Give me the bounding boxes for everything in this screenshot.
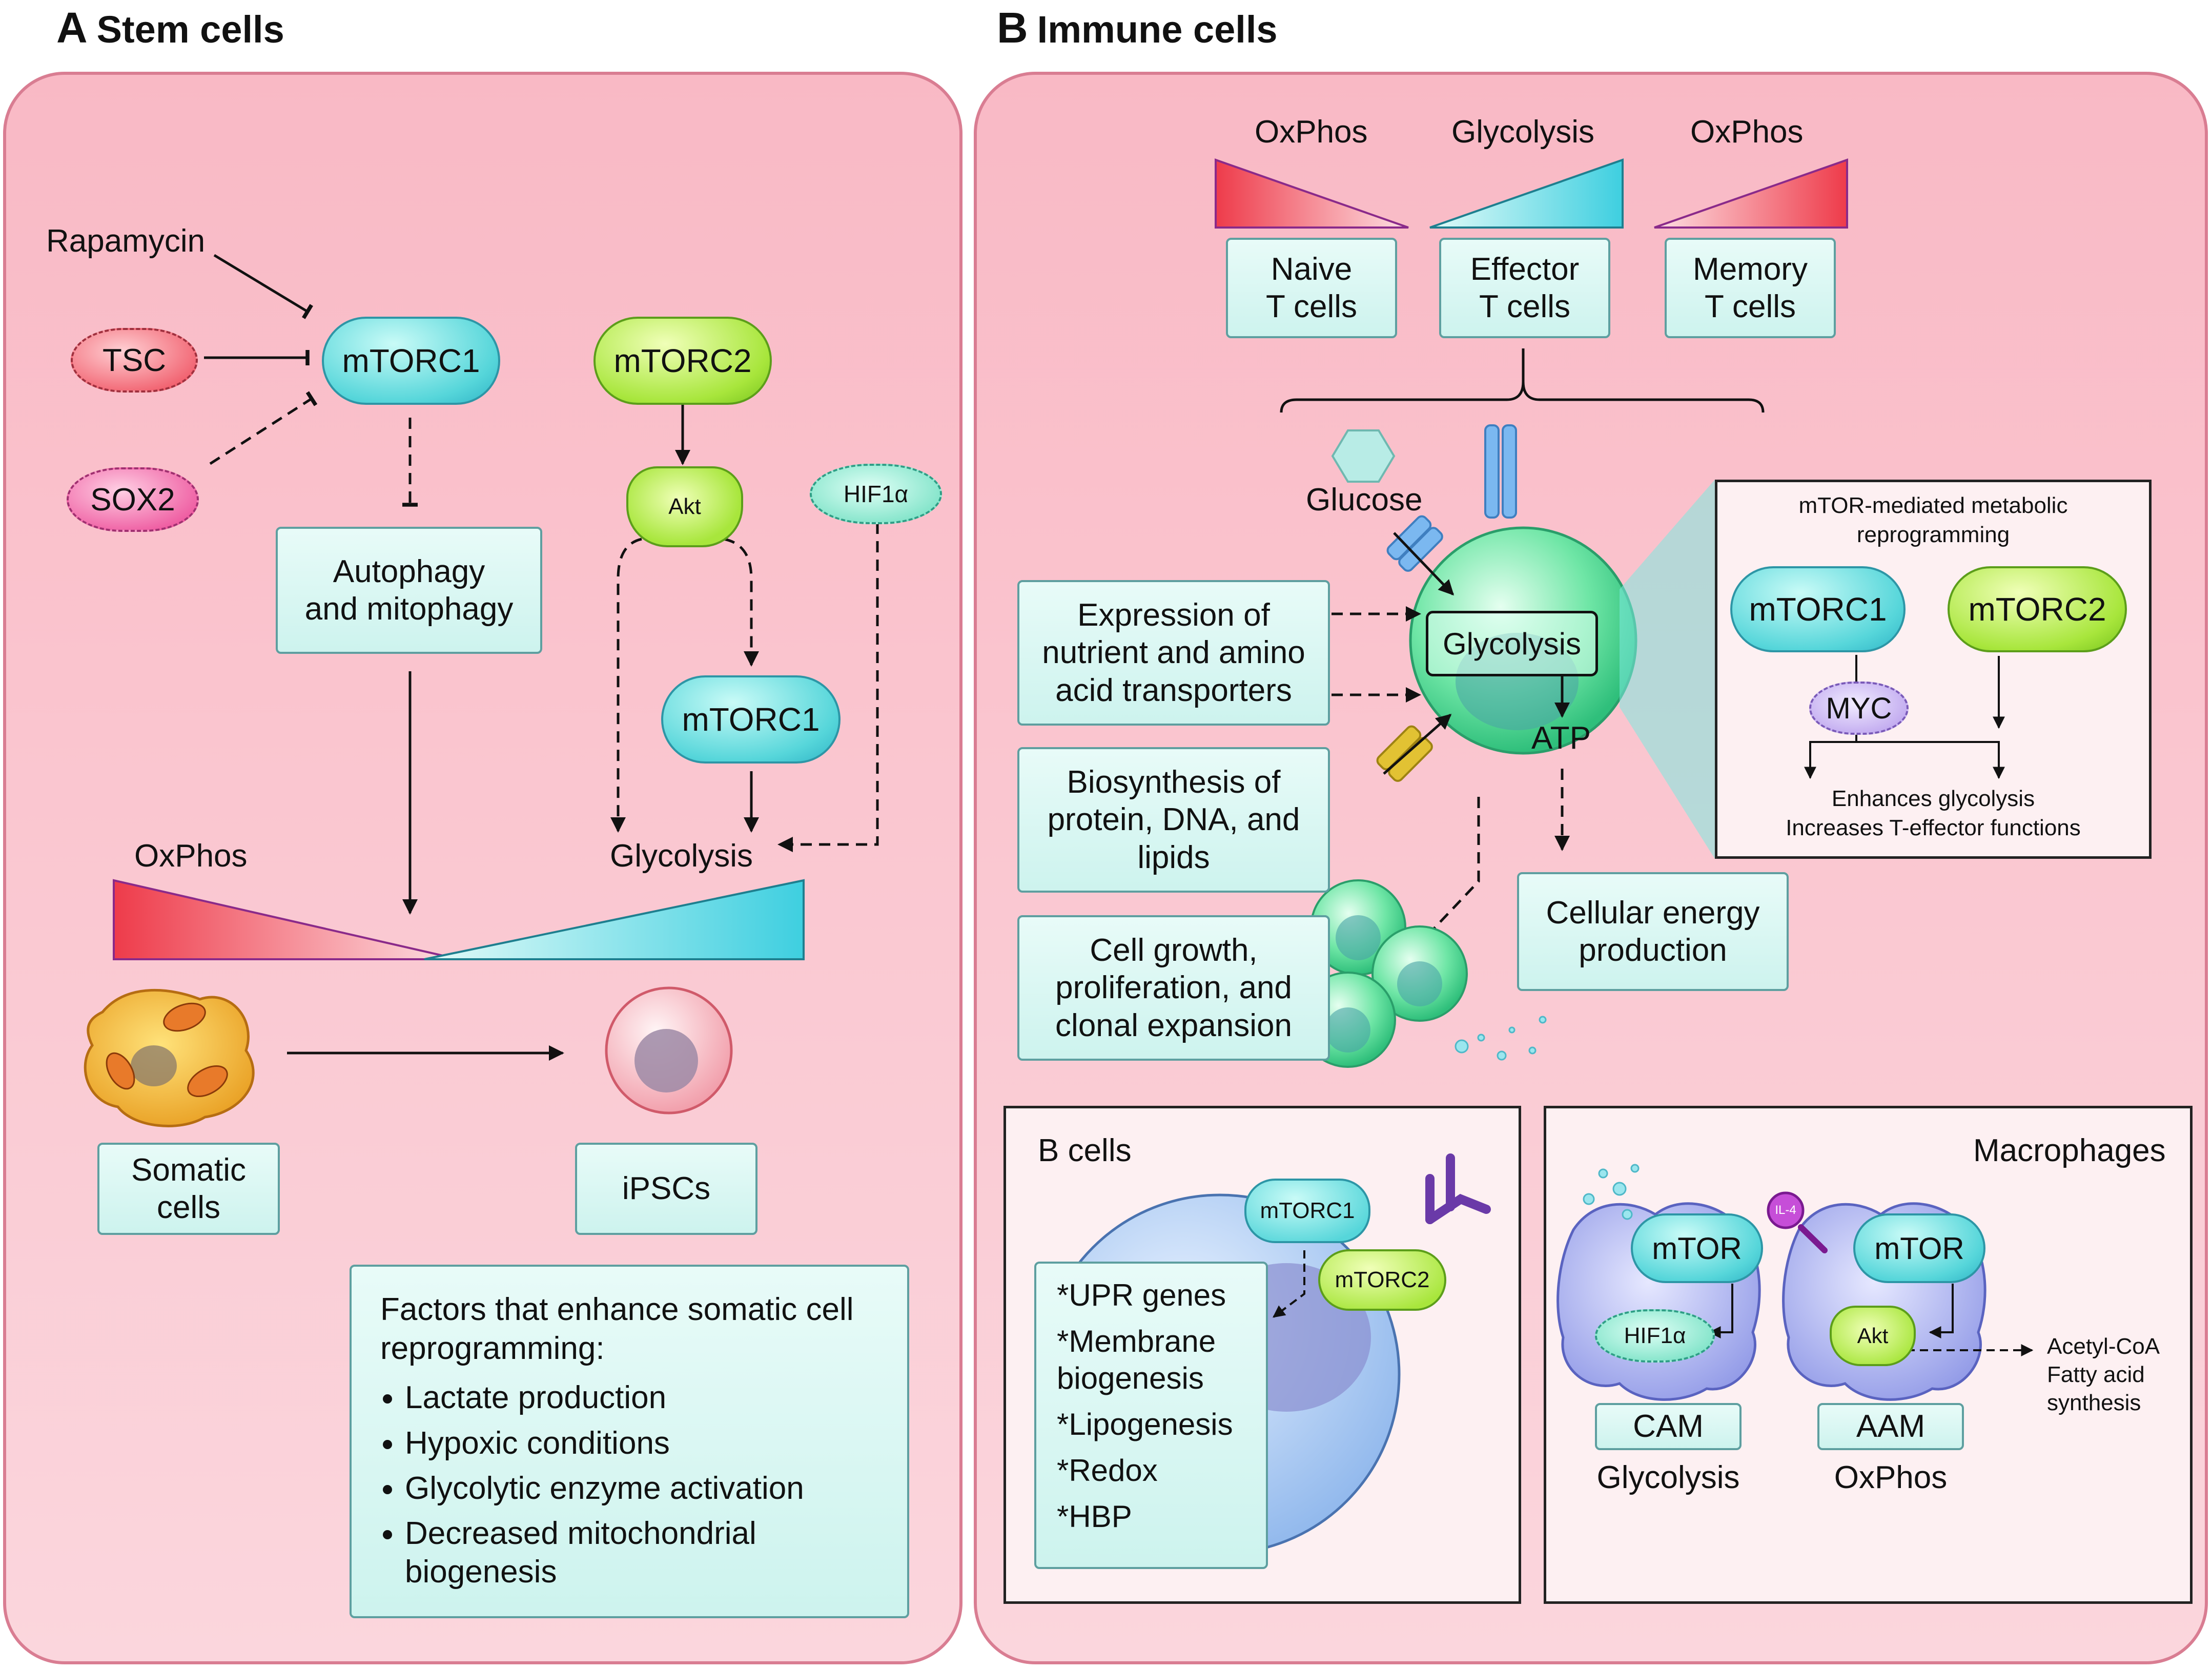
receptor-right bbox=[1502, 424, 1517, 519]
memory-t-cells-box: Memory T cells bbox=[1665, 238, 1836, 338]
aam-box: AAM bbox=[1817, 1403, 1964, 1450]
cam-arrow bbox=[1708, 1284, 1733, 1338]
rapamycin-inhibit-line bbox=[213, 254, 313, 319]
mitochondrion-2 bbox=[187, 1065, 228, 1098]
b-cells-title: B cells bbox=[1038, 1133, 1132, 1168]
akt-node-a: Akt bbox=[626, 466, 743, 547]
b-cell-genes-box: *UPR genes *Membrane biogenesis *Lipogen… bbox=[1034, 1262, 1268, 1569]
gene-item: *Lipogenesis bbox=[1057, 1407, 1233, 1441]
gene-item: *Redox bbox=[1057, 1453, 1158, 1488]
aam-oxphos-label: OxPhos bbox=[1834, 1460, 1948, 1495]
aam-akt-node: Akt bbox=[1830, 1306, 1916, 1366]
gene-item: *Membrane biogenesis bbox=[1057, 1324, 1216, 1395]
inset-effects: Enhances glycolysis Increases T-effector… bbox=[1786, 786, 2081, 841]
b-cell-mtorc1-node: mTORC1 bbox=[1244, 1179, 1370, 1243]
mtor-inset-panel bbox=[1715, 480, 2152, 859]
b-cell-mtorc2-node: mTORC2 bbox=[1318, 1249, 1446, 1311]
oxphos-gradient-a bbox=[113, 879, 459, 960]
receptor-left bbox=[1484, 424, 1500, 519]
cam-hif1a-node: HIF1α bbox=[1595, 1309, 1715, 1363]
amino-acid-transporter bbox=[1376, 725, 1433, 782]
t-cell-bracket bbox=[1280, 348, 1765, 413]
naive-oxphos-triangle bbox=[1215, 158, 1409, 229]
energy-box: Cellular energy production bbox=[1517, 872, 1789, 991]
mtorc1-node-a: mTORC1 bbox=[322, 317, 500, 405]
naive-oxphos-label: OxPhos bbox=[1255, 114, 1368, 150]
inset-mtorc2-node: mTORC2 bbox=[1948, 566, 2127, 652]
factor-item: Lactate production bbox=[405, 1379, 878, 1417]
akt-mtorc1-dashed bbox=[723, 538, 759, 667]
mitochondrion-1 bbox=[163, 1002, 206, 1032]
inset-mtorc1-node: mTORC1 bbox=[1730, 566, 1906, 652]
aam-mtor-node: mTOR bbox=[1853, 1213, 1985, 1283]
factor-item: Glycolytic enzyme activation bbox=[405, 1470, 878, 1508]
mtorc2-node-a: mTORC2 bbox=[593, 317, 772, 405]
glucose-label: Glucose bbox=[1306, 482, 1423, 518]
tsc-node: TSC bbox=[71, 328, 198, 393]
energy-dots bbox=[1455, 1016, 1547, 1061]
aam-arrow bbox=[1929, 1284, 1954, 1338]
glucose-import-arrow bbox=[1393, 532, 1455, 596]
glucose-hexagon bbox=[1331, 429, 1396, 483]
somatic-nucleus bbox=[131, 1045, 177, 1086]
mtorc1-mid-node: mTORC1 bbox=[661, 675, 841, 764]
sox2-node: SOX2 bbox=[67, 467, 199, 532]
biosynthesis-box: Biosynthesis of protein, DNA, and lipids bbox=[1017, 747, 1330, 893]
cam-mtor-node: mTOR bbox=[1631, 1213, 1763, 1283]
naive-t-cells-box: Naive T cells bbox=[1226, 238, 1397, 338]
sox2-inhibit-line bbox=[209, 391, 318, 465]
memory-oxphos-label: OxPhos bbox=[1690, 114, 1804, 150]
hif1a-glycolysis-dashed bbox=[777, 523, 879, 852]
myc-node: MYC bbox=[1809, 682, 1909, 735]
inset-funnel bbox=[1620, 480, 1715, 859]
ipsc-nucleus bbox=[634, 1029, 698, 1092]
macrophages-title: Macrophages bbox=[1973, 1133, 2166, 1168]
il4-circle bbox=[1767, 1191, 1805, 1229]
rapamycin-label: Rapamycin bbox=[46, 223, 206, 259]
expression-box: Expression of nutrient and amino acid tr… bbox=[1017, 580, 1330, 726]
glycolysis-gradient-a bbox=[424, 879, 805, 960]
factors-title: Factors that enhance somatic cell reprog… bbox=[380, 1292, 854, 1366]
glycolysis-label-a: Glycolysis bbox=[610, 838, 753, 874]
glucose-transporter bbox=[1386, 515, 1443, 572]
factor-item: Decreased mitochondrial biogenesis bbox=[405, 1515, 878, 1591]
effector-t-cells-box: Effector T cells bbox=[1439, 238, 1610, 338]
gene-item: *HBP bbox=[1057, 1499, 1132, 1534]
factors-list: Lactate production Hypoxic conditions Gl… bbox=[380, 1379, 878, 1591]
amino-import-arrow bbox=[1383, 714, 1452, 775]
effector-glycolysis-triangle bbox=[1429, 158, 1624, 229]
factors-box: Factors that enhance somatic cell reprog… bbox=[350, 1265, 909, 1618]
mitochondrion-3 bbox=[106, 1052, 135, 1090]
b-cell-dashed-arrow bbox=[1273, 1250, 1305, 1318]
cam-glycolysis-label: Glycolysis bbox=[1596, 1460, 1740, 1495]
factor-item: Hypoxic conditions bbox=[405, 1425, 878, 1462]
akt-glycolysis-dashed bbox=[610, 538, 642, 833]
cam-box: CAM bbox=[1595, 1403, 1742, 1450]
effector-glycolysis-label: Glycolysis bbox=[1451, 114, 1595, 150]
autophagy-box: Autophagy and mitophagy bbox=[276, 527, 542, 654]
ipscs-box: iPSCs bbox=[575, 1143, 757, 1235]
il4-label: IL-4 bbox=[1775, 1203, 1796, 1217]
inset-title: mTOR-mediated metabolic reprogramming bbox=[1798, 493, 2068, 548]
oxphos-label-a: OxPhos bbox=[134, 838, 248, 874]
cell-growth-box: Cell growth, proliferation, and clonal e… bbox=[1017, 915, 1330, 1061]
macrophage-dots bbox=[1583, 1164, 1640, 1220]
antibody-icon bbox=[1425, 1153, 1491, 1224]
hif1a-node-a: HIF1α bbox=[810, 464, 942, 524]
gene-item: *UPR genes bbox=[1057, 1278, 1226, 1312]
acetyl-coa-label: Acetyl-CoA Fatty acid synthesis bbox=[2047, 1334, 2160, 1415]
glycolysis-inner-box: Glycolysis bbox=[1426, 611, 1598, 676]
somatic-cells-box: Somatic cells bbox=[97, 1143, 280, 1235]
memory-oxphos-triangle bbox=[1654, 158, 1848, 229]
atp-label: ATP bbox=[1531, 720, 1591, 756]
